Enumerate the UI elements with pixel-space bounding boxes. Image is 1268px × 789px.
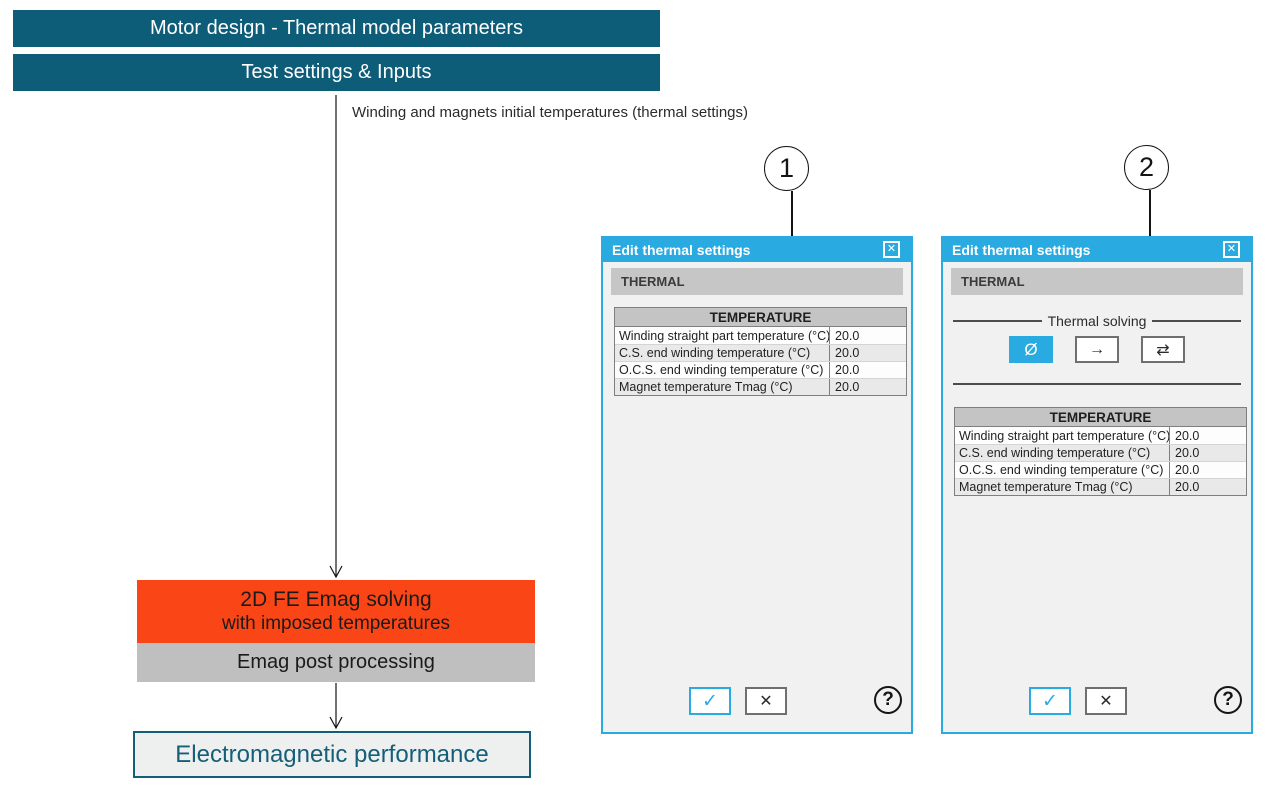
- help-button[interactable]: ?: [874, 686, 902, 714]
- one-way-arrow-icon: →: [1089, 340, 1105, 358]
- temperature-table: TEMPERATURE Winding straight part temper…: [614, 307, 907, 396]
- banner-test-settings: Test settings & Inputs: [13, 54, 660, 91]
- table-row: Winding straight part temperature (°C) 2…: [955, 427, 1246, 444]
- flow-arrow-down-icon: [329, 95, 343, 579]
- temperature-table-header: TEMPERATURE: [615, 308, 906, 327]
- post-processing-box: Emag post processing: [137, 643, 535, 682]
- thermal-solving-group: Thermal solving: [953, 312, 1242, 330]
- table-row: Magnet temperature Tmag (°C) 20.0: [615, 378, 906, 395]
- param-value-field[interactable]: 20.0: [1175, 480, 1200, 494]
- thermal-section-header: THERMAL: [951, 268, 1243, 295]
- table-row: Magnet temperature Tmag (°C) 20.0: [955, 478, 1246, 495]
- table-row: C.S. end winding temperature (°C) 20.0: [955, 444, 1246, 461]
- param-label: O.C.S. end winding temperature (°C): [615, 362, 830, 378]
- callout-1: 1: [764, 146, 809, 191]
- edit-thermal-settings-dialog-2: Edit thermal settings ✕ THERMAL Thermal …: [941, 236, 1253, 734]
- two-way-arrow-icon: ⇄: [1156, 341, 1170, 359]
- table-row: C.S. end winding temperature (°C) 20.0: [615, 344, 906, 361]
- arrow-annotation: Winding and magnets initial temperatures…: [352, 104, 749, 121]
- param-value-field[interactable]: 20.0: [835, 380, 860, 394]
- dialog-title: Edit thermal settings: [612, 242, 751, 258]
- param-label: O.C.S. end winding temperature (°C): [955, 462, 1170, 478]
- thermal-section-header: THERMAL: [611, 268, 903, 295]
- temperature-table: TEMPERATURE Winding straight part temper…: [954, 407, 1247, 496]
- dialog-titlebar[interactable]: Edit thermal settings ✕: [943, 238, 1251, 262]
- param-label: Winding straight part temperature (°C): [955, 427, 1170, 444]
- callout-2: 2: [1124, 145, 1169, 190]
- solve-box: 2D FE Emag solving with imposed temperat…: [137, 580, 535, 643]
- param-value-field[interactable]: 20.0: [1175, 446, 1200, 460]
- param-label: C.S. end winding temperature (°C): [615, 345, 830, 361]
- confirm-button[interactable]: ✓: [1029, 687, 1071, 715]
- banner-motor-design: Motor design - Thermal model parameters: [13, 10, 660, 47]
- table-row: O.C.S. end winding temperature (°C) 20.0: [615, 361, 906, 378]
- close-icon[interactable]: ✕: [1223, 241, 1240, 258]
- param-label: Winding straight part temperature (°C): [615, 327, 830, 344]
- check-icon: ✓: [702, 690, 718, 712]
- cancel-button[interactable]: ✕: [1085, 687, 1127, 715]
- legend-line: [1152, 320, 1242, 322]
- question-icon: ?: [1222, 689, 1234, 710]
- solving-two-way-button[interactable]: ⇄: [1141, 336, 1185, 363]
- callout-1-line: [791, 191, 793, 243]
- flow-arrow-down-icon: [329, 683, 343, 730]
- legend-line: [953, 320, 1042, 322]
- callout-2-line: [1149, 190, 1151, 242]
- help-button[interactable]: ?: [1214, 686, 1242, 714]
- no-solving-icon: Ø: [1024, 339, 1038, 359]
- param-value-field[interactable]: 20.0: [835, 363, 860, 377]
- confirm-button[interactable]: ✓: [689, 687, 731, 715]
- dialog-titlebar[interactable]: Edit thermal settings ✕: [603, 238, 911, 262]
- dialog-title: Edit thermal settings: [952, 242, 1091, 258]
- param-label: C.S. end winding temperature (°C): [955, 445, 1170, 461]
- close-icon[interactable]: ✕: [883, 241, 900, 258]
- temperature-table-header: TEMPERATURE: [955, 408, 1246, 427]
- solve-box-line1: 2D FE Emag solving: [240, 587, 432, 611]
- question-icon: ?: [882, 689, 894, 710]
- thermal-solving-options: Ø → ⇄: [943, 336, 1251, 363]
- param-value-field[interactable]: 20.0: [1175, 463, 1200, 477]
- table-row: O.C.S. end winding temperature (°C) 20.0: [955, 461, 1246, 478]
- solving-none-button[interactable]: Ø: [1009, 336, 1053, 363]
- param-label: Magnet temperature Tmag (°C): [615, 379, 830, 395]
- param-value-field[interactable]: 20.0: [835, 346, 860, 360]
- result-box: Electromagnetic performance: [133, 731, 531, 778]
- param-value-field[interactable]: 20.0: [835, 328, 860, 343]
- check-icon: ✓: [1042, 690, 1058, 712]
- cross-icon: ✕: [759, 693, 773, 710]
- table-row: Winding straight part temperature (°C) 2…: [615, 327, 906, 344]
- cross-icon: ✕: [1099, 693, 1113, 710]
- solve-box-line2: with imposed temperatures: [221, 613, 451, 635]
- solving-one-way-button[interactable]: →: [1075, 336, 1119, 363]
- edit-thermal-settings-dialog-1: Edit thermal settings ✕ THERMAL TEMPERAT…: [601, 236, 913, 734]
- param-value-field[interactable]: 20.0: [1175, 428, 1200, 443]
- divider: [953, 383, 1241, 385]
- cancel-button[interactable]: ✕: [745, 687, 787, 715]
- param-label: Magnet temperature Tmag (°C): [955, 479, 1170, 495]
- thermal-solving-label: Thermal solving: [1047, 313, 1147, 329]
